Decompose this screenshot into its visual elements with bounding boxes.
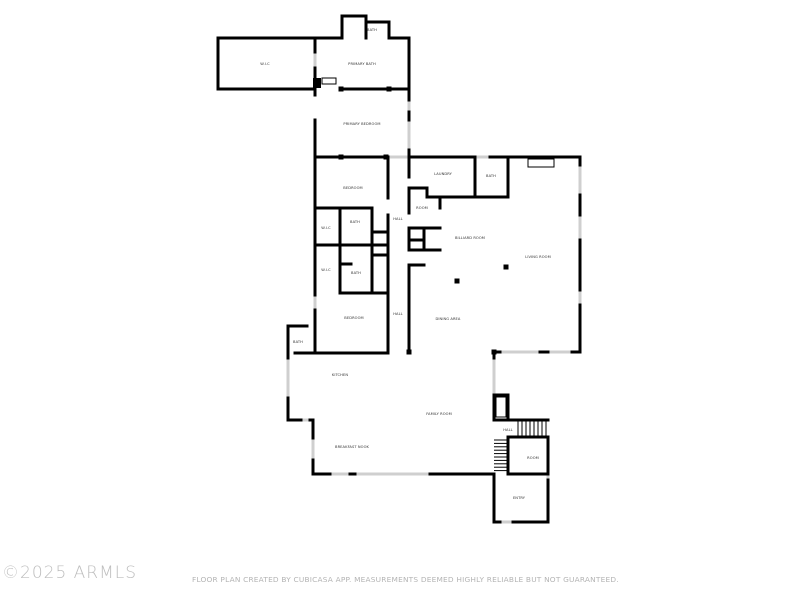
room-label-hall-lower: HALL (393, 312, 403, 316)
room-label-bath-kitchen: BATH (293, 340, 303, 344)
room-label-wic-1: W.I.C (321, 226, 331, 230)
room-labels: W.I.C PRIMARY BATH BATH PRIMARY BEDROOM BEDR… (260, 28, 551, 500)
room-label-bath-1: BATH (350, 220, 360, 224)
room-label-family-room: FAMILY ROOM (426, 412, 452, 416)
room-label-wic-2: W.I.C (321, 268, 331, 272)
fixtures (313, 77, 555, 472)
room-label-laundry: LAUNDRY (434, 172, 452, 176)
column (386, 86, 392, 92)
column (383, 154, 389, 160)
wall-segment (364, 20, 391, 40)
disclaimer-text: FLOOR PLAN CREATED BY CUBICASA APP. MEAS… (192, 575, 619, 584)
column (338, 86, 344, 92)
fireplace (527, 158, 555, 168)
room-label-hall-entry: HALL (503, 428, 513, 432)
room-label-kitchen: KITCHEN (332, 373, 348, 377)
wall-segment (340, 14, 368, 40)
room-label-bath-laundry: BATH (486, 174, 496, 178)
room-label-entry: ENTRY (513, 496, 526, 500)
room-label-primary-bedroom: PRIMARY BEDROOM (343, 122, 380, 126)
bathtub (321, 77, 337, 85)
walls (216, 14, 582, 524)
column (491, 349, 497, 355)
column (338, 154, 344, 160)
column (503, 264, 509, 270)
windows (286, 52, 582, 524)
room-label-room-entry: ROOM (527, 456, 539, 460)
column (313, 78, 321, 88)
wall-segment (492, 393, 510, 422)
watermark: ©2025 ARMLS (2, 563, 138, 583)
room-label-billiard-room: BILLIARD ROOM (455, 236, 485, 240)
room-label-bath-primary-wc: BATH (367, 28, 377, 32)
room-label-bedroom-1: BEDROOM (343, 186, 362, 190)
column (406, 349, 412, 355)
room-label-bath-2: BATH (351, 271, 361, 275)
room-label-wic-primary: W.I.C (260, 62, 270, 66)
room-label-breakfast-nook: BREAKFAST NOOK (335, 445, 370, 449)
room-label-bedroom-2: BEDROOM (344, 316, 363, 320)
room-label-room-hall: ROOM (416, 206, 428, 210)
room-label-primary-bath: PRIMARY BATH (348, 62, 376, 66)
column (454, 278, 460, 284)
room-label-hall-upper: HALL (393, 217, 403, 221)
room-label-dining-area: DINING AREA (436, 317, 461, 321)
room-label-living-room: LIVING ROOM (525, 255, 551, 259)
fireplace (495, 396, 507, 418)
